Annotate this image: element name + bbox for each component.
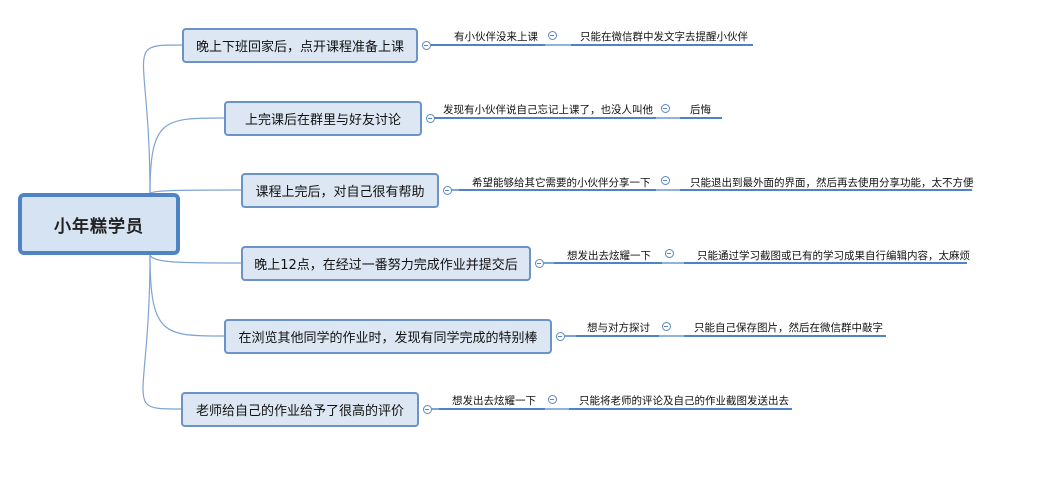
root-node[interactable]: 小年糕学员 <box>18 193 180 255</box>
branch-node[interactable]: 课程上完后，对自己很有帮助 <box>241 173 439 208</box>
need-collapse-button[interactable] <box>547 30 557 40</box>
branch-collapse-button[interactable] <box>442 185 452 195</box>
branch-label: 上完课后在群里与好友讨论 <box>244 113 401 128</box>
branch-connector <box>142 44 183 195</box>
branch-collapse-button[interactable] <box>425 113 435 123</box>
branch-collapse-button[interactable] <box>422 404 432 414</box>
branch-collapse-button[interactable] <box>555 331 565 341</box>
branch-connector <box>149 189 242 195</box>
branch-connector <box>149 117 225 195</box>
need-label[interactable]: 想发出去炫耀一下 <box>452 395 536 407</box>
branch-node[interactable]: 在浏览其他同学的作业时，发现有同学完成的特别棒 <box>224 319 552 354</box>
branch-label: 老师给自己的作业给予了很高的评价 <box>195 404 404 419</box>
branch-label: 课程上完后，对自己很有帮助 <box>255 185 425 200</box>
pain-label[interactable]: 只能在微信群中发文字去提醒小伙伴 <box>580 31 748 43</box>
need-label[interactable]: 发现有小伙伴说自己忘记上课了，也没人叫他 <box>443 104 653 116</box>
branch-node[interactable]: 老师给自己的作业给予了很高的评价 <box>181 392 419 427</box>
pain-label[interactable]: 只能退出到最外面的界面，然后再去使用分享功能，太不方便 <box>690 177 974 189</box>
pain-label[interactable]: 只能自己保存图片，然后在微信群中敲字 <box>694 322 883 334</box>
need-collapse-button[interactable] <box>660 103 670 113</box>
branch-node[interactable]: 晚上12点，在经过一番努力完成作业并提交后 <box>241 246 531 281</box>
pain-label[interactable]: 只能通过学习截图或已有的学习成果自行编辑内容，太麻烦 <box>697 250 970 262</box>
branch-collapse-button[interactable] <box>421 40 431 50</box>
branch-label: 晚上12点，在经过一番努力完成作业并提交后 <box>254 258 518 273</box>
branch-label: 晚上下班回家后，点开课程准备上课 <box>195 40 404 55</box>
need-label[interactable]: 想发出去炫耀一下 <box>567 250 651 262</box>
root-label: 小年糕学员 <box>54 216 144 237</box>
need-collapse-button[interactable] <box>661 321 671 331</box>
pain-label[interactable]: 后悔 <box>690 104 711 116</box>
pain-label[interactable]: 只能将老师的评论及自己的作业截图发送出去 <box>579 395 789 407</box>
branch-connector <box>142 253 182 410</box>
need-label[interactable]: 希望能够给其它需要的小伙伴分享一下 <box>472 177 651 189</box>
branch-collapse-button[interactable] <box>534 258 544 268</box>
need-collapse-button[interactable] <box>664 248 674 258</box>
need-collapse-button[interactable] <box>660 175 670 185</box>
branch-label: 在浏览其他同学的作业时，发现有同学完成的特别棒 <box>238 331 538 346</box>
need-label[interactable]: 有小伙伴没来上课 <box>454 31 538 43</box>
need-label[interactable]: 想与对方探讨 <box>587 322 650 334</box>
branch-connector <box>149 253 242 264</box>
need-collapse-button[interactable] <box>547 394 557 404</box>
branch-node[interactable]: 晚上下班回家后，点开课程准备上课 <box>182 28 418 63</box>
branch-connector <box>149 253 225 337</box>
branch-node[interactable]: 上完课后在群里与好友讨论 <box>224 101 422 136</box>
